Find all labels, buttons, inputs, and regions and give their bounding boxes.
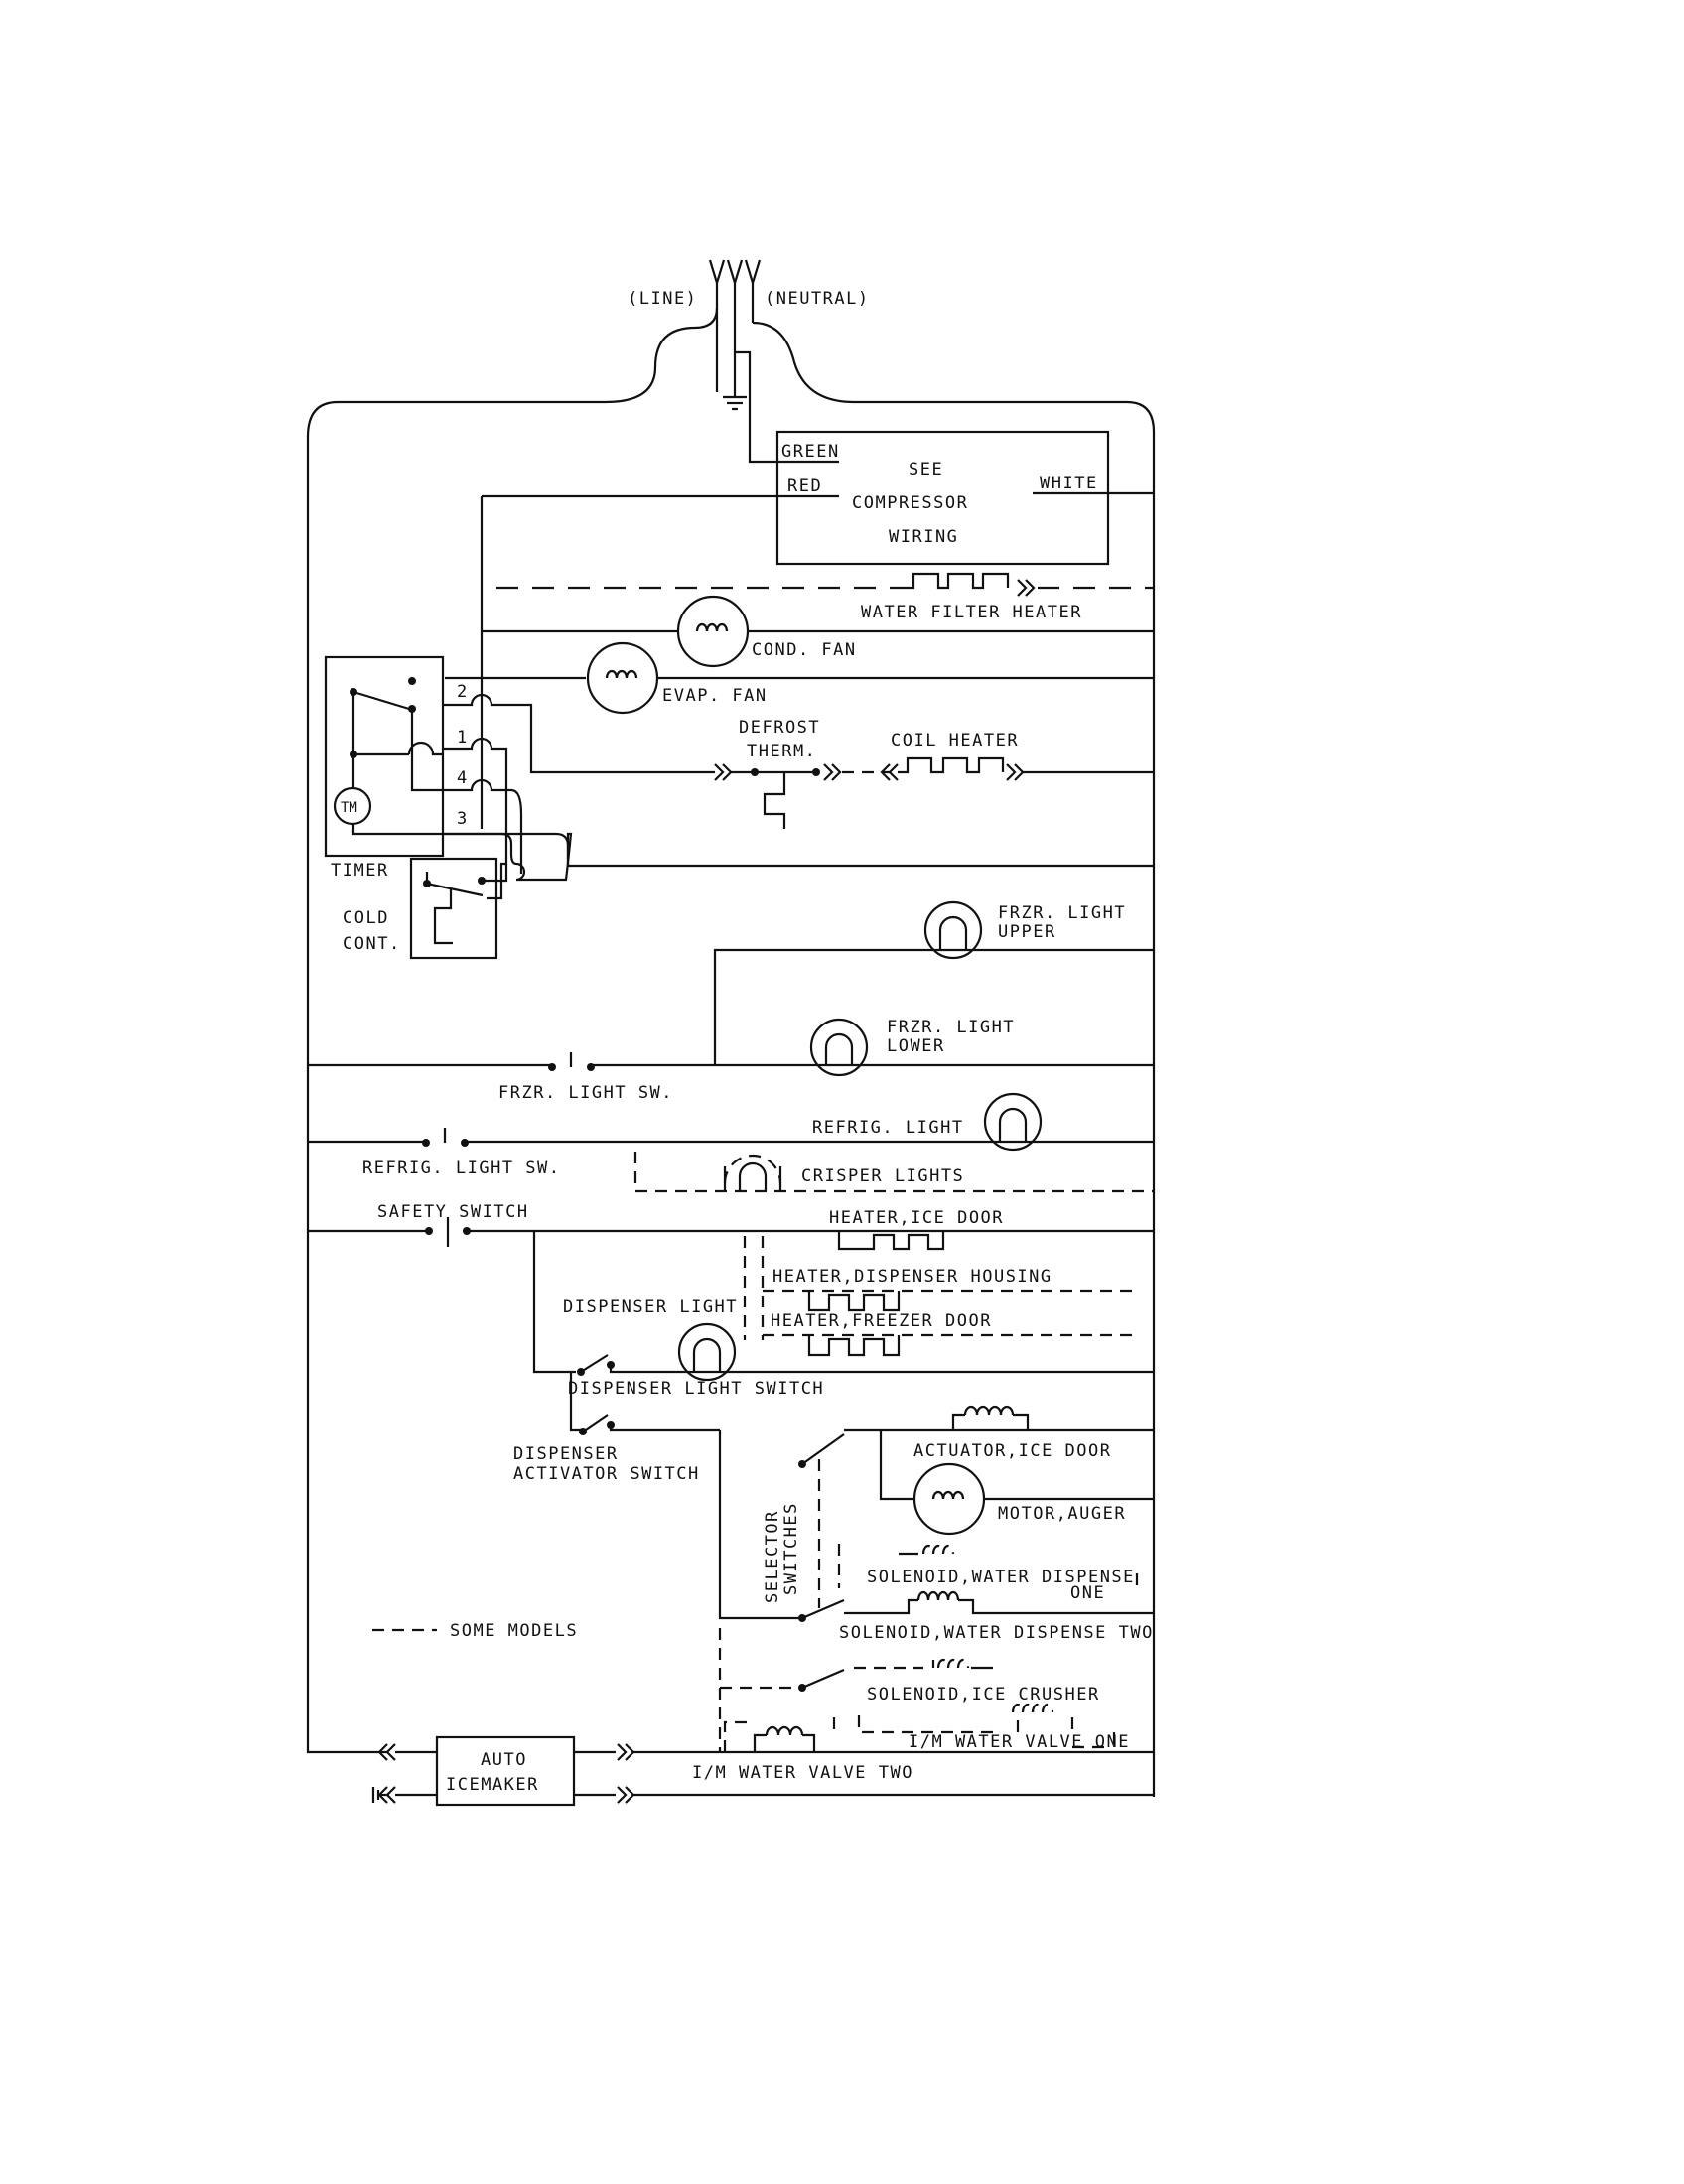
crisper-lights-label: CRISPER LIGHTS [801,1166,964,1186]
water-filter-heater-label: WATER FILTER HEATER [861,603,1082,622]
refrig-light-bulb [983,1092,1043,1152]
ground-symbol [723,395,747,411]
legend-some-models-label: SOME MODELS [450,1621,578,1641]
cold-control-box [409,857,498,960]
terminal-1-label: 1 [457,728,469,748]
therm-label: THERM. [747,742,816,761]
green-label: GREEN [781,442,840,462]
dispenser-light-label: DISPENSER LIGHT [563,1297,738,1317]
frzr-light-sw-label: FRZR. LIGHT SW. [498,1083,673,1103]
safety-switch-label: SAFETY SWITCH [377,1202,529,1222]
im-water-valve-one-label: I/M WATER VALVE ONE [909,1732,1130,1752]
coil-heater-label: COIL HEATER [891,731,1019,751]
water-filter-heater [496,572,1154,597]
coil-heater [880,756,1154,781]
switches-label: SWITCHES [781,1502,801,1595]
solenoid-water-dispense-label: SOLENOID,WATER DISPENSE [867,1568,1135,1587]
timer-label: TIMER [331,861,389,881]
heater-freezer-door-label: HEATER,FREEZER DOOR [771,1311,992,1331]
auto-icemaker-box [435,1735,576,1807]
terminal-4-label: 4 [457,768,469,788]
frzr-light-upper-label: FRZR. LIGHT [998,903,1126,923]
heater-dispenser-housing-label: HEATER,DISPENSER HOUSING [772,1267,1052,1287]
see-label: SEE [909,460,943,479]
wiring-label: WIRING [889,527,958,547]
im-water-valve-two-label: I/M WATER VALVE TWO [692,1763,913,1783]
line-label: (LINE) [628,289,697,309]
evap-fan-motor [586,641,659,715]
solenoid-ice-crusher-label: SOLENOID,ICE CRUSHER [867,1685,1100,1705]
frzr-light-lower-label: FRZR. LIGHT [887,1018,1015,1037]
cold-label: COLD [343,908,389,928]
evap-fan-label: EVAP. FAN [662,686,768,706]
timer-box [324,655,445,858]
terminal-3-label: 3 [457,809,469,829]
upper-label: UPPER [998,922,1056,942]
power-plug [306,259,1156,1797]
one-label: ONE [1070,1583,1105,1603]
auto-label: AUTO [481,1750,527,1770]
cont-label: CONT. [343,934,401,954]
activator-switch-label: ACTIVATOR SWITCH [513,1464,700,1484]
lower-label: LOWER [887,1036,945,1056]
frzr-light-lower-bulb [809,1018,869,1077]
motor-auger [912,1462,986,1536]
dispenser-light-bulb [677,1322,737,1382]
actuator-ice-door-label: ACTUATOR,ICE DOOR [913,1441,1112,1461]
heater-ice-door-label: HEATER,ICE DOOR [829,1208,1004,1228]
compressor-label: COMPRESSOR [852,493,968,513]
selector-label: SELECTOR [763,1510,782,1603]
cond-fan-motor [676,595,750,668]
refrig-light-sw-label: REFRIG. LIGHT SW. [362,1159,561,1178]
timer-motor-label: TM [341,800,357,816]
defrost-label: DEFROST [739,718,820,738]
compressor-box [775,430,1110,566]
defrost-therm [714,763,842,829]
terminal-2-label: 2 [457,682,469,702]
cond-fan-label: COND. FAN [752,640,857,660]
dispenser-light-switch-label: DISPENSER LIGHT SWITCH [568,1379,824,1399]
white-label: WHITE [1040,474,1098,493]
dispenser-label: DISPENSER [513,1444,619,1464]
motor-auger-label: MOTOR,AUGER [998,1504,1126,1524]
refrig-light-label: REFRIG. LIGHT [812,1118,964,1138]
red-label: RED [787,477,822,496]
crisper-light-bulb [723,1154,782,1191]
icemaker-label: ICEMAKER [446,1775,539,1795]
frzr-light-upper-bulb [923,900,983,960]
icemaker-ground [371,1787,389,1803]
solenoid-water-dispense-two-label: SOLENOID,WATER DISPENSE TWO [839,1623,1154,1643]
neutral-label: (NEUTRAL) [765,289,870,309]
